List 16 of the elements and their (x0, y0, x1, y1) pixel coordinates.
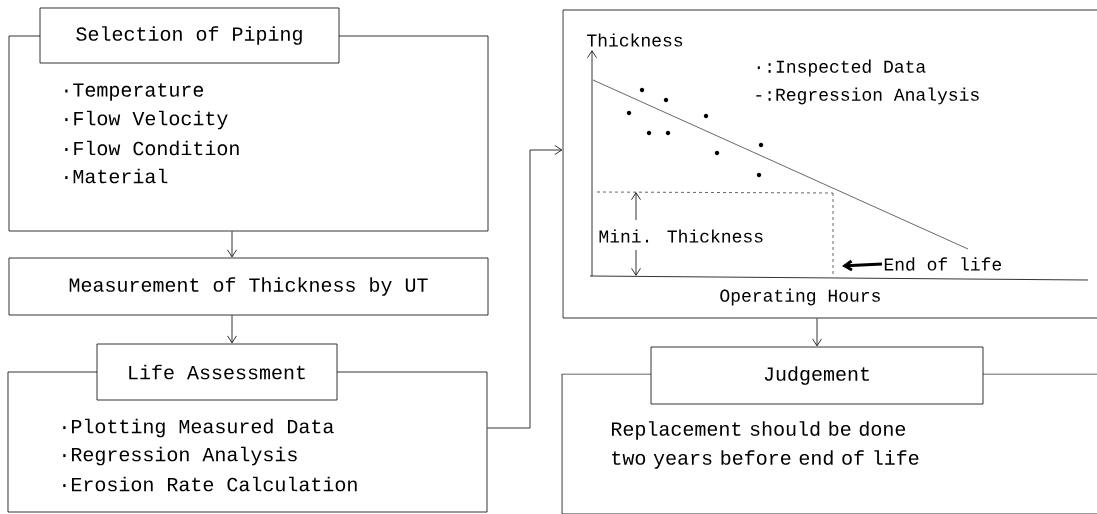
dimension-label: Mini. Thickness (597, 228, 766, 244)
axis-label: Thickness (585, 32, 685, 48)
arrow (227, 315, 237, 344)
legend-text: -:Regression Analysis (752, 86, 982, 106)
process-box: Measurement of Thickness by UT (8, 257, 489, 316)
arrow (227, 231, 237, 258)
chart-label: End of life (884, 257, 1002, 271)
heading-box: Life Assessment (96, 343, 338, 401)
heading-box: Judgement (650, 346, 984, 405)
arrow (487, 145, 563, 429)
legend-text: ·:Inspected Data (752, 58, 928, 78)
axis-label: Operating Hours (718, 287, 883, 307)
heading-box: Selection of Piping (39, 7, 340, 64)
leader-line (842, 259, 883, 272)
chart-panel (562, 9, 1097, 319)
arrow (812, 318, 822, 347)
